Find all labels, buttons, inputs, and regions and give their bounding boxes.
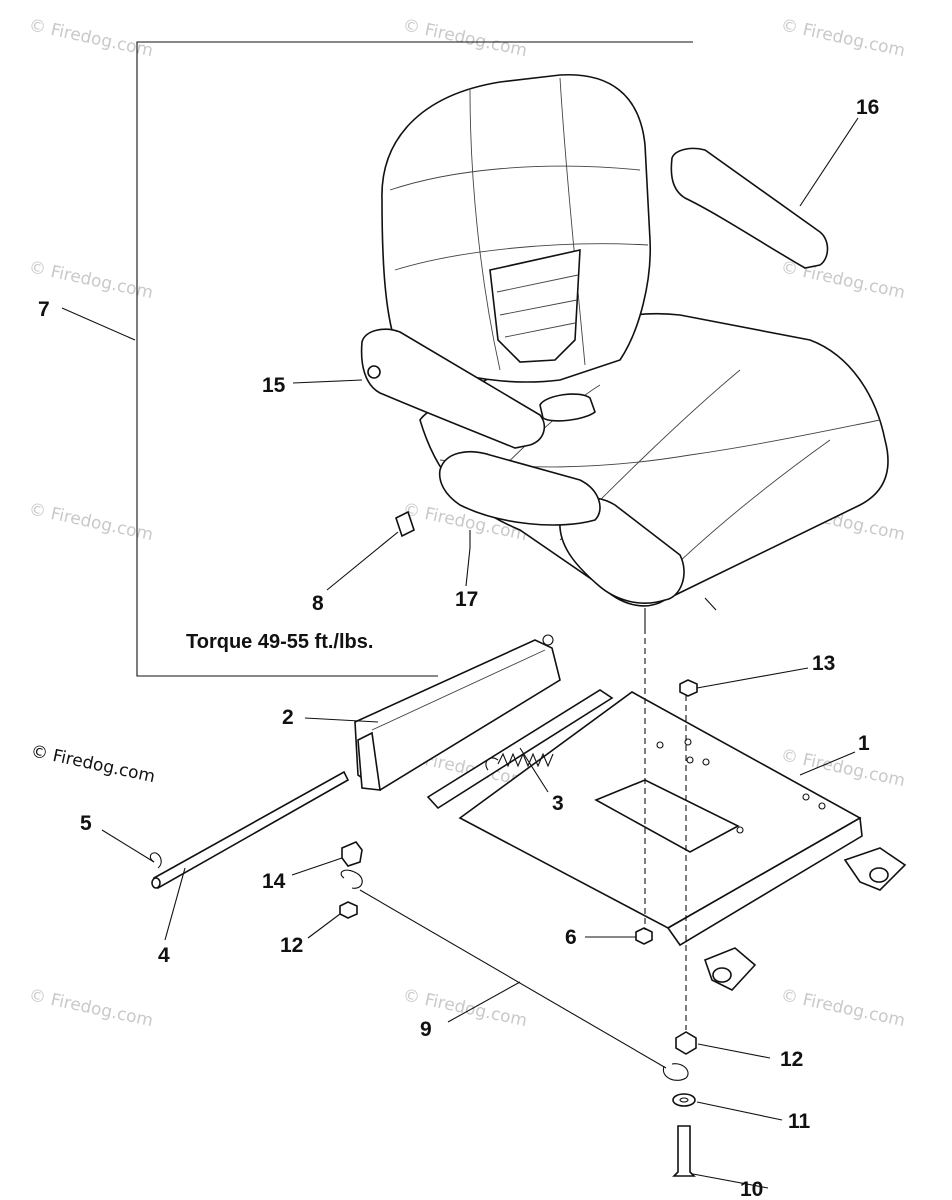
armrest-knob [367, 365, 381, 379]
rod-end [151, 877, 161, 889]
callout-14: 14 [262, 870, 286, 893]
back-seam [559, 77, 586, 366]
torque-note: Torque 49-55 ft./lbs. [186, 631, 373, 653]
leader-line [692, 1173, 769, 1189]
hex-nut [679, 679, 698, 697]
plate-front-lip [666, 816, 863, 947]
plate-hole [684, 738, 692, 746]
safety-cable-loop [340, 869, 363, 889]
hex-nut [635, 927, 653, 945]
safety-cable-loop [662, 1063, 689, 1081]
plate-hole [802, 793, 810, 801]
callout-2: 2 [282, 706, 294, 729]
leader-line [696, 667, 809, 689]
callout-17: 17 [455, 588, 478, 611]
leader-line [101, 829, 155, 863]
callout-8: 8 [312, 592, 324, 615]
slide-rail-body [354, 639, 561, 791]
leader-line [292, 379, 363, 384]
callout-9: 9 [420, 1018, 432, 1041]
callout-16: 16 [856, 96, 879, 119]
hex-nut [675, 1031, 697, 1055]
left-armrest [360, 328, 546, 449]
callout-1: 1 [858, 732, 870, 755]
hex-bolt [341, 841, 363, 867]
watermark: © Firedog.com [27, 257, 155, 303]
leader-line [465, 547, 471, 587]
leader-line [696, 1101, 783, 1121]
lumbar-seam [496, 274, 579, 293]
seat-assembly [360, 73, 889, 628]
plate-hole [686, 756, 694, 764]
lumbar-seam [499, 299, 578, 316]
right-armrest [670, 147, 829, 269]
callout-3: 3 [552, 792, 564, 815]
left-bolster [438, 450, 601, 526]
safety-cable [359, 889, 667, 1069]
plate-cutout [594, 779, 740, 853]
spring-hook [485, 757, 499, 771]
rail-clip [542, 634, 554, 646]
rail-end-bracket [357, 731, 381, 791]
leader-line [697, 1043, 771, 1059]
leader-line [519, 747, 549, 793]
hinge-tab [703, 947, 757, 991]
extension-spring [497, 752, 554, 768]
lumbar-seam [504, 322, 576, 338]
hinge-tab-hole [712, 967, 732, 983]
plate-hole [656, 741, 664, 749]
callout-11: 11 [788, 1110, 811, 1133]
leader-line [799, 751, 856, 776]
leader-line [799, 117, 859, 207]
hex-nut [339, 901, 358, 919]
leader-line [447, 981, 521, 1023]
callout-5: 5 [80, 812, 92, 835]
callout-13: 13 [812, 652, 835, 675]
callout-7: 7 [38, 298, 50, 321]
seat-plate [458, 691, 907, 991]
copyright-mark: © Firedog.com [29, 741, 157, 787]
e-clip [149, 852, 162, 869]
watermark: © Firedog.com [779, 15, 907, 61]
watermark: © Firedog.com [779, 985, 907, 1031]
leader-line [164, 867, 186, 941]
back-seam [469, 89, 501, 371]
back-seam [394, 243, 649, 271]
seat-pivot [539, 393, 596, 422]
shoulder-bolt [395, 510, 415, 538]
callout-4: 4 [158, 944, 170, 967]
callout-15: 15 [262, 374, 286, 397]
adjustment-rod [152, 770, 350, 890]
mounting-stud [704, 597, 717, 611]
leader-line [307, 913, 341, 939]
leader-line [326, 531, 399, 591]
watermark: © Firedog.com [27, 15, 155, 61]
flat-washer [672, 1093, 696, 1107]
washer-hole [679, 1097, 689, 1103]
assembly-bracket [136, 41, 693, 677]
callout-12: 12 [280, 934, 303, 957]
plate-hole [818, 802, 826, 810]
watermark: © Firedog.com [27, 985, 155, 1031]
callout-12: 12 [780, 1048, 803, 1071]
leader-lines [61, 117, 859, 1189]
rail-edge [371, 649, 546, 731]
leader-line [304, 717, 379, 723]
plate-hole [736, 826, 744, 834]
callout-10: 10 [740, 1178, 763, 1200]
hex-bolt [672, 1125, 696, 1177]
hinge-tab-hole [869, 867, 889, 883]
leader-line [291, 857, 343, 876]
slide-rail [149, 634, 561, 890]
callout-6: 6 [565, 926, 577, 949]
back-seam [389, 165, 641, 191]
watermark: © Firedog.com [401, 15, 529, 61]
leader-line [61, 307, 136, 341]
lumbar-panel [489, 248, 581, 363]
plate-hole [702, 758, 710, 766]
watermark: © Firedog.com [27, 499, 155, 545]
